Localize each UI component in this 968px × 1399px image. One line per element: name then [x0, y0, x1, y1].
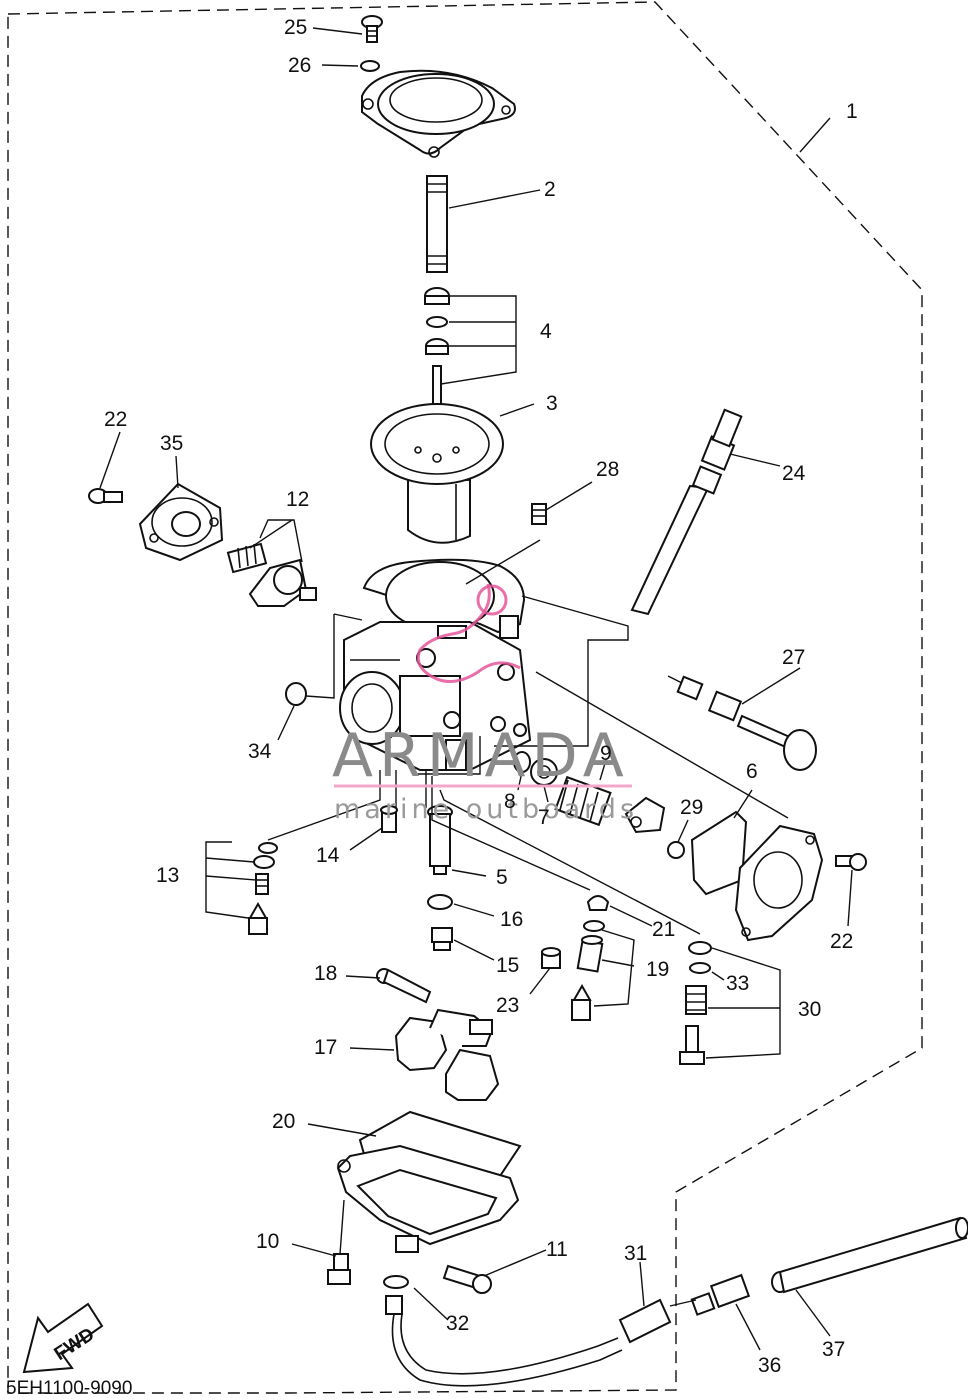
- needle-jet-5[interactable]: [427, 805, 453, 875]
- washer-33[interactable]: [689, 962, 711, 974]
- callout-8: 8: [504, 790, 516, 813]
- callout-3: 3: [546, 392, 558, 415]
- screw-25[interactable]: [361, 15, 383, 43]
- watermark-logo: [416, 583, 521, 683]
- part-code: 5EH1100-9090: [6, 1378, 132, 1399]
- callout-5: 5: [496, 866, 508, 889]
- pilot-screw-set-13[interactable]: [248, 842, 278, 935]
- callout-34: 34: [248, 740, 272, 763]
- callout-1: 1: [846, 100, 858, 123]
- float-17[interactable]: [394, 1008, 500, 1101]
- callout-30: 30: [798, 998, 821, 1021]
- diaphragm-piston-3[interactable]: [370, 403, 504, 544]
- main-jet-15[interactable]: [431, 927, 453, 951]
- callout-22b: 22: [830, 930, 853, 953]
- watermark-brand: ARMADA: [332, 721, 630, 791]
- float-pin-18[interactable]: [376, 968, 432, 1004]
- callout-18: 18: [314, 962, 337, 985]
- callout-10: 10: [256, 1230, 279, 1253]
- needle-valve-19[interactable]: [571, 920, 605, 1021]
- callout-11: 11: [546, 1238, 568, 1261]
- callout-28: 28: [596, 458, 619, 481]
- callout-2: 2: [544, 178, 556, 201]
- callout-14: 14: [316, 844, 340, 867]
- watermark: ARMADA marine outboards: [332, 583, 638, 825]
- seal-34[interactable]: [285, 682, 307, 706]
- callout-37: 37: [822, 1338, 845, 1361]
- callout-24: 24: [782, 462, 806, 485]
- pilot-screw-27[interactable]: [667, 675, 817, 771]
- screw-10[interactable]: [327, 1253, 351, 1285]
- drain-hose-31[interactable]: [385, 1295, 672, 1387]
- screw-22-left[interactable]: [88, 488, 123, 504]
- throttle-stop-screw-24[interactable]: [630, 408, 743, 616]
- valve-seat-21[interactable]: [586, 895, 610, 911]
- float-bowl[interactable]: [336, 1144, 520, 1253]
- callout-12: 12: [286, 488, 309, 511]
- callout-17: 17: [314, 1036, 337, 1059]
- ring-32[interactable]: [383, 1275, 409, 1289]
- side-cover[interactable]: [734, 824, 824, 942]
- callout-4: 4: [540, 320, 552, 343]
- callout-21: 21: [652, 918, 675, 941]
- accelerator-pump-cover-35[interactable]: [138, 482, 224, 562]
- spring-28[interactable]: [531, 503, 547, 525]
- o-ring-30a[interactable]: [688, 941, 712, 955]
- callout-25: 25: [284, 16, 307, 39]
- callout-13: 13: [156, 864, 179, 887]
- starter-plunger-12[interactable]: [226, 542, 317, 607]
- forward-direction-arrow: FWD: [22, 1302, 104, 1374]
- callout-32: 32: [446, 1312, 469, 1335]
- callout-22a: 22: [104, 408, 127, 431]
- diaphragm-29[interactable]: [624, 796, 685, 859]
- plunger-7[interactable]: [530, 758, 558, 786]
- washer-16[interactable]: [427, 894, 453, 910]
- fitting-36[interactable]: [690, 1273, 751, 1316]
- top-cover[interactable]: [361, 69, 516, 158]
- callout-33: 33: [726, 972, 749, 995]
- callout-19: 19: [646, 958, 669, 981]
- callout-9: 9: [600, 742, 612, 765]
- drain-screw-set-30[interactable]: [679, 985, 707, 1065]
- callout-36: 36: [758, 1354, 781, 1377]
- pilot-jet-14[interactable]: [380, 805, 398, 833]
- callout-labels: 1 2 3 4 5 6 7 8 9 10 11 12 13 14 15 16 1…: [104, 16, 858, 1377]
- screw-11[interactable]: [442, 1264, 492, 1294]
- callout-27: 27: [782, 646, 805, 669]
- jet-23[interactable]: [541, 947, 561, 969]
- callout-23: 23: [496, 994, 519, 1017]
- callout-35: 35: [160, 432, 183, 455]
- assembly-boundary: [7, 1, 923, 1394]
- washer-26[interactable]: [360, 60, 380, 72]
- hose-37[interactable]: [771, 1216, 968, 1294]
- callout-31: 31: [624, 1242, 647, 1265]
- callout-29: 29: [680, 796, 703, 819]
- callout-7: 7: [538, 806, 550, 829]
- screw-22-right[interactable]: [835, 853, 867, 871]
- spring-2[interactable]: [426, 175, 448, 273]
- callout-20: 20: [272, 1110, 295, 1133]
- leader-lines: [99, 27, 853, 1351]
- callout-16: 16: [500, 908, 523, 931]
- callout-15: 15: [496, 954, 519, 977]
- callout-26: 26: [288, 54, 311, 77]
- watermark-tagline: marine outboards: [334, 794, 638, 825]
- callout-6: 6: [746, 760, 758, 783]
